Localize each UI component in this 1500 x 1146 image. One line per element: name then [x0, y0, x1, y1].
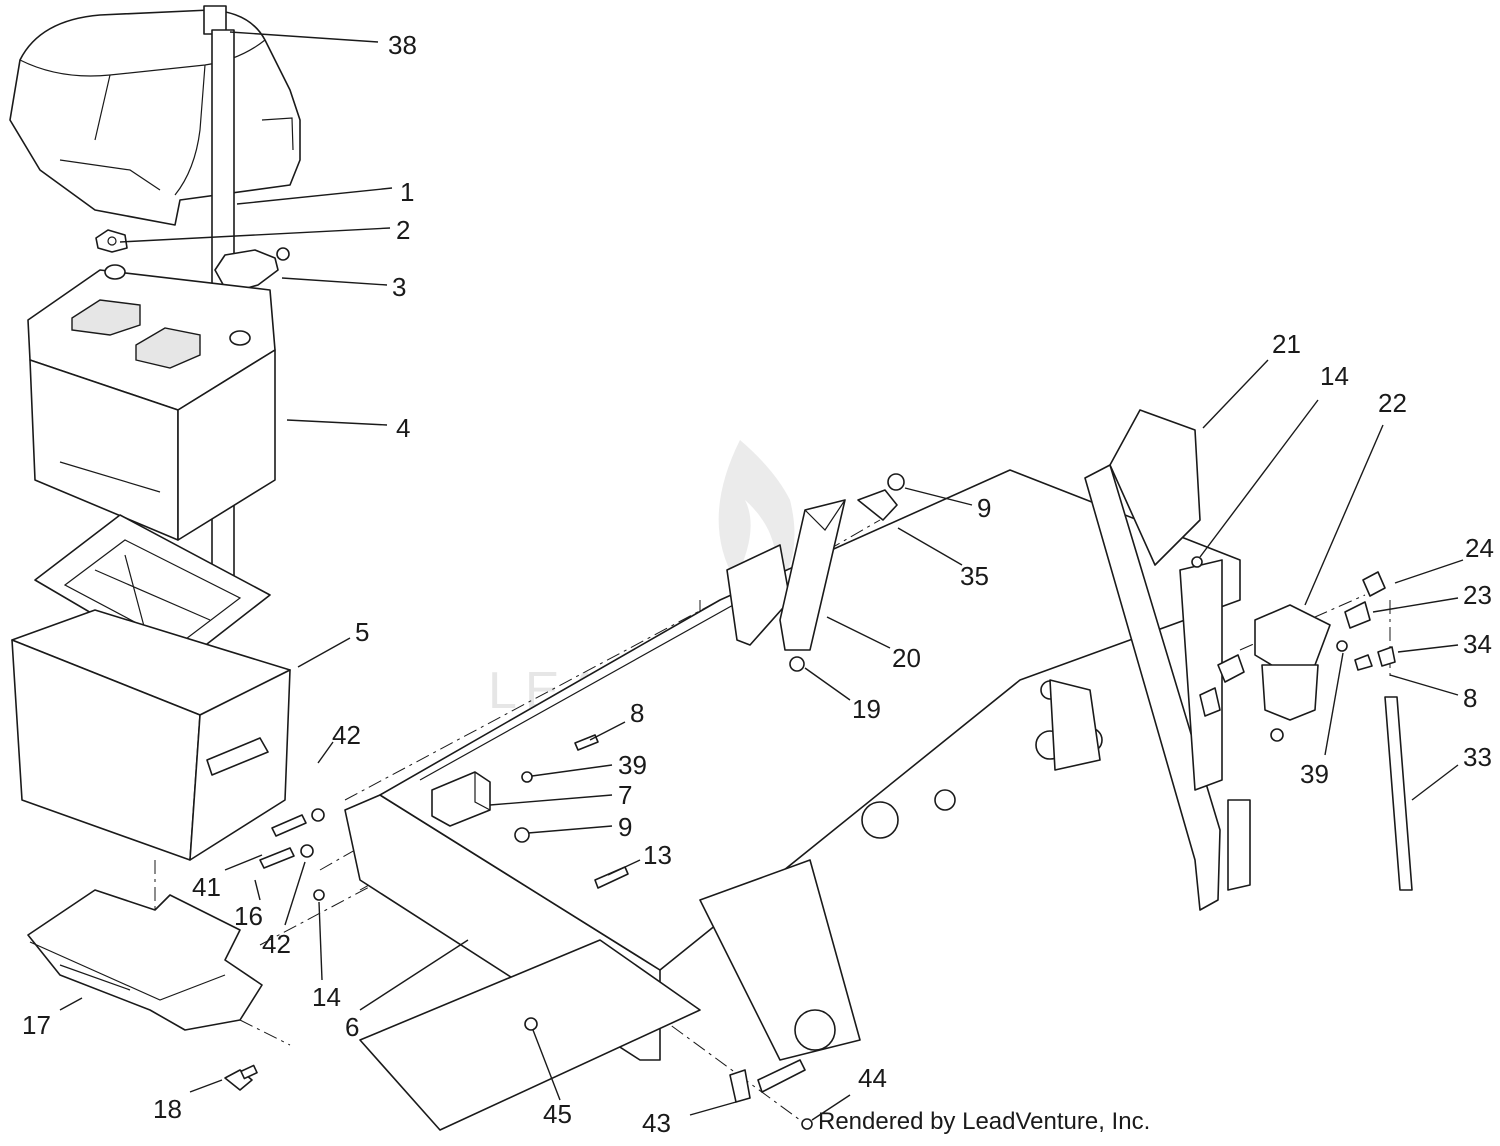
callout-38: 38 — [388, 30, 417, 60]
callout-43: 43 — [642, 1108, 671, 1138]
callout-7: 7 — [618, 780, 632, 810]
callout-44: 44 — [858, 1063, 887, 1093]
callout-39-right: 39 — [1300, 759, 1329, 789]
callout-4: 4 — [396, 413, 410, 443]
fittings-right — [1336, 571, 1413, 891]
callout-6: 6 — [345, 1012, 359, 1042]
callout-14-right: 14 — [1320, 361, 1349, 391]
callout-22: 22 — [1378, 388, 1407, 418]
callout-8-center: 8 — [630, 698, 644, 728]
callout-8-right: 8 — [1463, 683, 1477, 713]
bracket-20 — [726, 499, 846, 672]
callout-2: 2 — [396, 215, 410, 245]
callout-42-top: 42 — [332, 720, 361, 750]
callout-9-top: 9 — [977, 493, 991, 523]
callout-16: 16 — [234, 901, 263, 931]
frame-rail — [344, 469, 1241, 1131]
callout-42-bottom: 42 — [262, 929, 291, 959]
callout-45: 45 — [543, 1099, 572, 1129]
callout-19: 19 — [852, 694, 881, 724]
callout-23: 23 — [1463, 580, 1492, 610]
callout-34: 34 — [1463, 629, 1492, 659]
terminal-boot — [214, 247, 290, 291]
battery-cover — [9, 5, 301, 226]
callout-39-center: 39 — [618, 750, 647, 780]
callout-17: 17 — [22, 1010, 51, 1040]
callout-20: 20 — [892, 643, 921, 673]
callout-labels: 38 1 2 3 4 5 42 41 16 42 14 17 18 6 45 4… — [22, 30, 1494, 1138]
rendered-by-credit: Rendered by LeadVenture, Inc. — [818, 1108, 1151, 1135]
clip-43 — [729, 1059, 813, 1130]
callout-5: 5 — [355, 617, 369, 647]
clamp-35 — [857, 473, 905, 521]
leader-lines — [59, 31, 1464, 1121]
block-7 — [431, 771, 491, 827]
fuel-filter-22 — [1199, 604, 1331, 742]
callout-35: 35 — [960, 561, 989, 591]
callout-1: 1 — [400, 177, 414, 207]
frame-upright-21 — [1084, 409, 1251, 911]
callout-18: 18 — [153, 1094, 182, 1124]
terminal-clamp — [95, 229, 128, 253]
bolt-18 — [224, 1064, 258, 1091]
callout-13: 13 — [643, 840, 672, 870]
battery-tray — [27, 889, 263, 1031]
callout-33: 33 — [1463, 742, 1492, 772]
battery-box — [11, 609, 291, 861]
callout-24: 24 — [1465, 533, 1494, 563]
callout-41: 41 — [192, 872, 221, 902]
battery — [27, 264, 276, 541]
callout-9-center: 9 — [618, 812, 632, 842]
callout-14-left: 14 — [312, 982, 341, 1012]
fasteners-center — [259, 734, 629, 1031]
callout-3: 3 — [392, 272, 406, 302]
callout-21: 21 — [1272, 329, 1301, 359]
